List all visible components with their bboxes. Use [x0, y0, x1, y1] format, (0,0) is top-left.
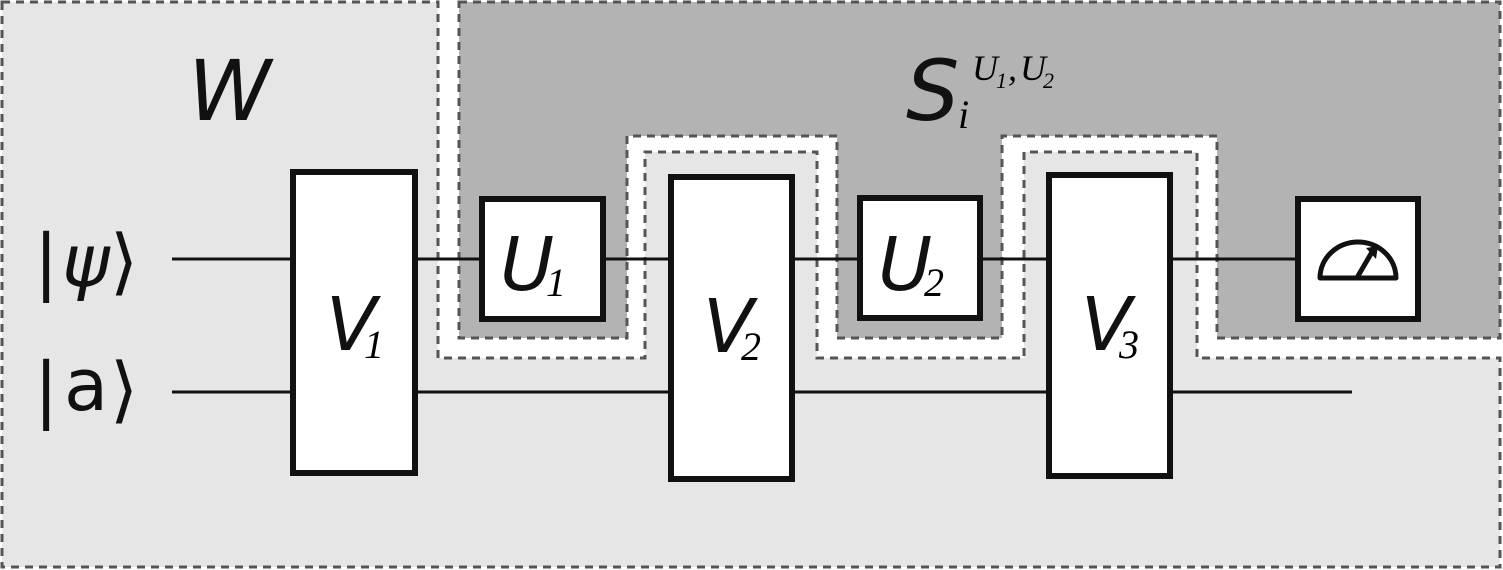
svg-text:,: ,: [1008, 48, 1017, 88]
inner-region-s: [457, 0, 1502, 340]
input-state-a: | a ⟩: [34, 343, 138, 432]
svg-text:3: 3: [1118, 322, 1139, 367]
svg-text:⟩: ⟩: [110, 219, 138, 303]
svg-text:ψ: ψ: [62, 219, 111, 303]
svg-text:a: a: [64, 343, 108, 427]
svg-text:1: 1: [364, 322, 384, 367]
svg-text:|: |: [34, 347, 58, 432]
gate-u1: U 1: [479, 196, 606, 322]
svg-text:U: U: [500, 222, 554, 308]
gate-v2: V 2: [668, 174, 795, 482]
svg-text:i: i: [958, 92, 969, 137]
svg-text:⟩: ⟩: [110, 347, 138, 431]
svg-text:2: 2: [1043, 68, 1054, 93]
gate-v3: V 3: [1046, 172, 1173, 479]
svg-text:V: V: [703, 284, 758, 370]
svg-text:1: 1: [546, 260, 566, 305]
svg-text:U: U: [1020, 48, 1048, 88]
svg-text:U: U: [878, 222, 932, 308]
region-label-s: S i U 1 , U 2: [906, 42, 1054, 140]
svg-text:2: 2: [741, 324, 761, 369]
svg-text:V: V: [326, 282, 381, 368]
measurement-gate: [1295, 196, 1421, 322]
gate-v1: V 1: [290, 169, 418, 476]
input-state-psi: | ψ ⟩: [34, 219, 138, 304]
svg-text:2: 2: [924, 260, 944, 305]
svg-text:S: S: [906, 42, 959, 140]
svg-text:V: V: [1081, 282, 1136, 368]
svg-text:U: U: [972, 48, 1000, 88]
svg-text:|: |: [34, 219, 58, 304]
region-label-w: W: [188, 42, 274, 140]
svg-text:1: 1: [996, 68, 1007, 93]
gate-u2: U 2: [857, 195, 983, 321]
meter-icon: [1317, 239, 1399, 281]
